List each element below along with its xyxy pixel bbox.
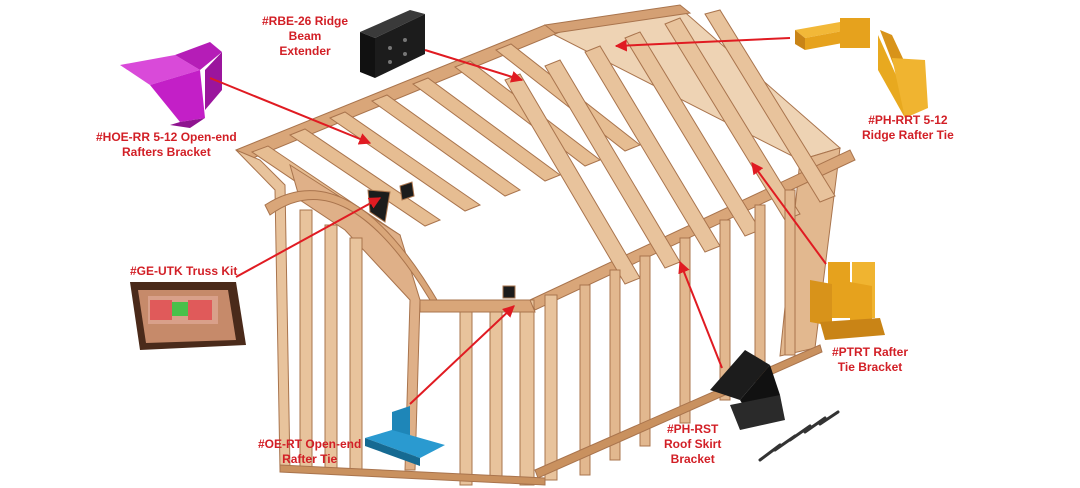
- house-frame: [235, 4, 856, 486]
- arrow-rbe26: [424, 49, 524, 83]
- ridge-rafter-tie-icon: [795, 18, 928, 118]
- truss-kit-box-icon: [130, 282, 246, 350]
- ridge-beam-extender-icon: [360, 10, 425, 78]
- open-end-rafter-tie-icon: [365, 406, 445, 466]
- right-studs: [579, 189, 796, 476]
- front-studs: [299, 209, 558, 486]
- screws-icon: [758, 410, 840, 462]
- arrow-hoerr: [209, 77, 372, 145]
- arrow-phrst: [678, 260, 723, 369]
- callout-oert: #OE-RT Open-end Rafter Tie: [258, 437, 362, 466]
- callout-ptrt: #PTRT Rafter Tie Bracket: [832, 345, 909, 374]
- callout-phrst: #PH-RST Roof Skirt Bracket: [664, 422, 722, 466]
- callout-arrows: [209, 37, 827, 405]
- arrow-phrrt: [614, 37, 791, 52]
- callout-rbe26: #RBE-26 Ridge Beam Extender: [262, 14, 349, 58]
- arrow-oert: [409, 305, 515, 405]
- callout-hoerr: #HOE-RR 5-12 Open-end Rafters Bracket: [96, 130, 237, 159]
- callout-phrrt: #PH-RRT 5-12 Ridge Rafter Tie: [862, 113, 954, 142]
- rafter-tie-bracket-icon: [810, 262, 885, 340]
- roof-skirt-bracket-icon: [710, 350, 785, 430]
- arrow-geutk: [235, 197, 382, 278]
- open-end-rafters-bracket-icon: [120, 42, 222, 128]
- rafters-right: [504, 9, 836, 285]
- callout-geutk: #GE-UTK Truss Kit: [130, 264, 238, 278]
- arrow-ptrt: [751, 162, 827, 265]
